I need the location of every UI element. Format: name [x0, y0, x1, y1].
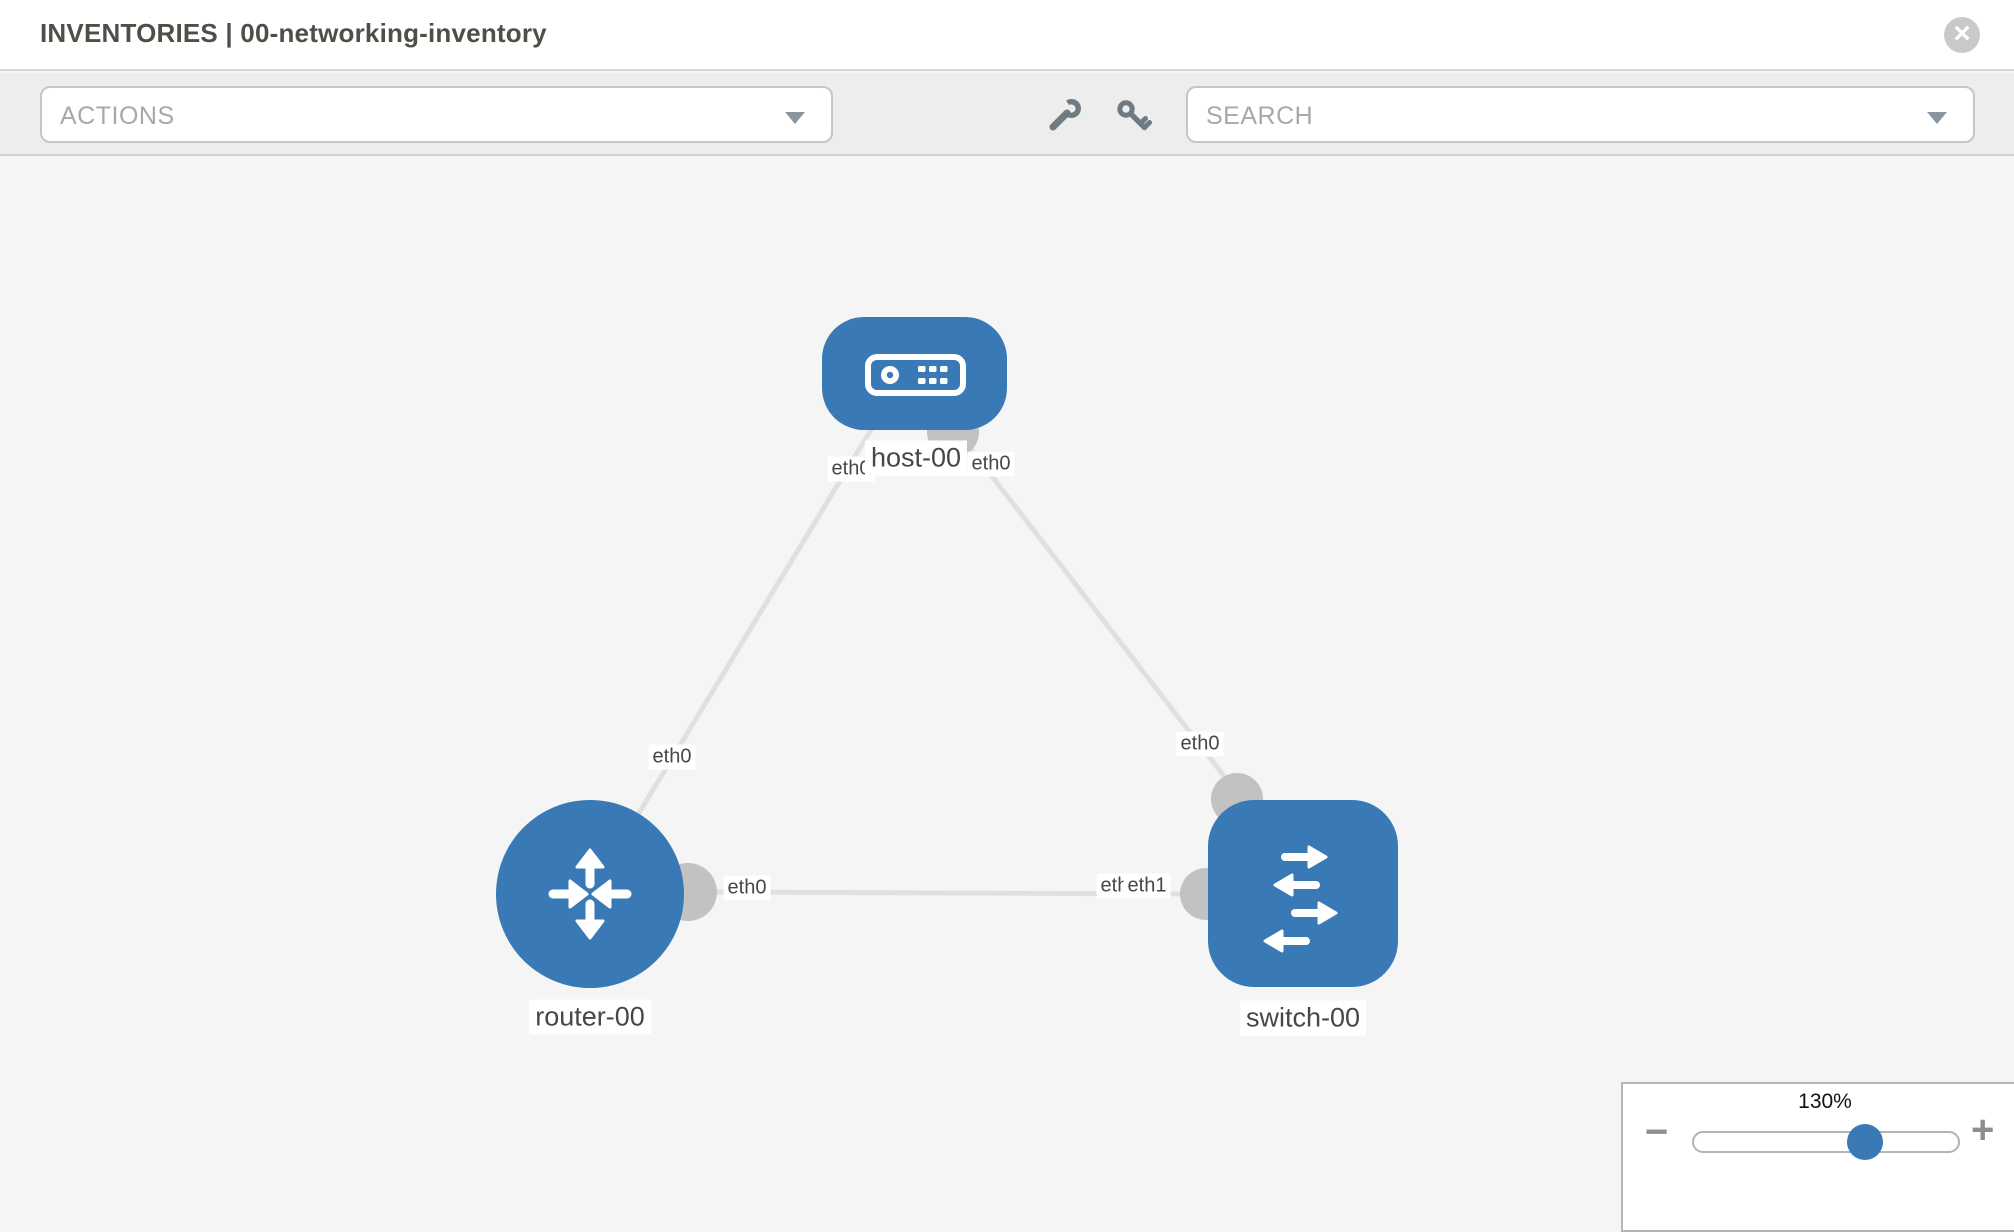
wrench-icon[interactable] — [1045, 97, 1083, 135]
node-host[interactable] — [822, 317, 1007, 430]
zoom-panel: 130% − + — [1621, 1082, 2014, 1232]
topology-svg — [496, 317, 1398, 988]
node-switch[interactable] — [1208, 800, 1398, 987]
interface-label: eth0 — [967, 451, 1015, 477]
interface-label: eth0 — [723, 875, 771, 901]
zoom-level-value: 130% — [1798, 1090, 1852, 1113]
node-label-host: host-00 — [864, 440, 968, 476]
search-dropdown[interactable]: SEARCH — [1186, 86, 1975, 143]
chevron-down-icon — [785, 112, 805, 124]
zoom-slider-track[interactable] — [1692, 1131, 1960, 1153]
link-host-switch[interactable] — [951, 424, 1260, 822]
node-router[interactable] — [496, 800, 684, 988]
zoom-in-button[interactable]: + — [1971, 1108, 1995, 1152]
zoom-slider-handle[interactable] — [1847, 1124, 1883, 1160]
zoom-out-button[interactable]: − — [1645, 1110, 1669, 1154]
router-icon — [548, 848, 632, 940]
chevron-down-icon — [1927, 112, 1947, 124]
actions-dropdown[interactable]: ACTIONS — [40, 86, 833, 143]
actions-dropdown-label: ACTIONS — [60, 102, 175, 130]
interface-label: eth0 — [1176, 731, 1224, 757]
interface-label: eth0 — [827, 456, 875, 482]
node-label-router: router-00 — [529, 999, 651, 1035]
search-dropdown-label: SEARCH — [1206, 102, 1314, 130]
toolbar: ACTIONS SEARCH — [0, 73, 2014, 156]
switch-icon — [1263, 845, 1338, 953]
interface-label: eth1 — [1123, 873, 1171, 899]
page-title: INVENTORIES | 00-networking-inventory — [40, 18, 547, 48]
interface-label: eth0 — [648, 744, 696, 770]
key-icon[interactable] — [1114, 97, 1152, 135]
topology-canvas[interactable]: eth0 eth0 eth0 eth0 eth0 eth0 eth1 host-… — [0, 158, 2014, 1232]
node-label-switch: switch-00 — [1239, 1000, 1367, 1036]
host-icon — [865, 354, 966, 396]
panel-header: INVENTORIES | 00-networking-inventory × — [0, 0, 2014, 71]
close-icon[interactable]: × — [1944, 17, 1980, 53]
